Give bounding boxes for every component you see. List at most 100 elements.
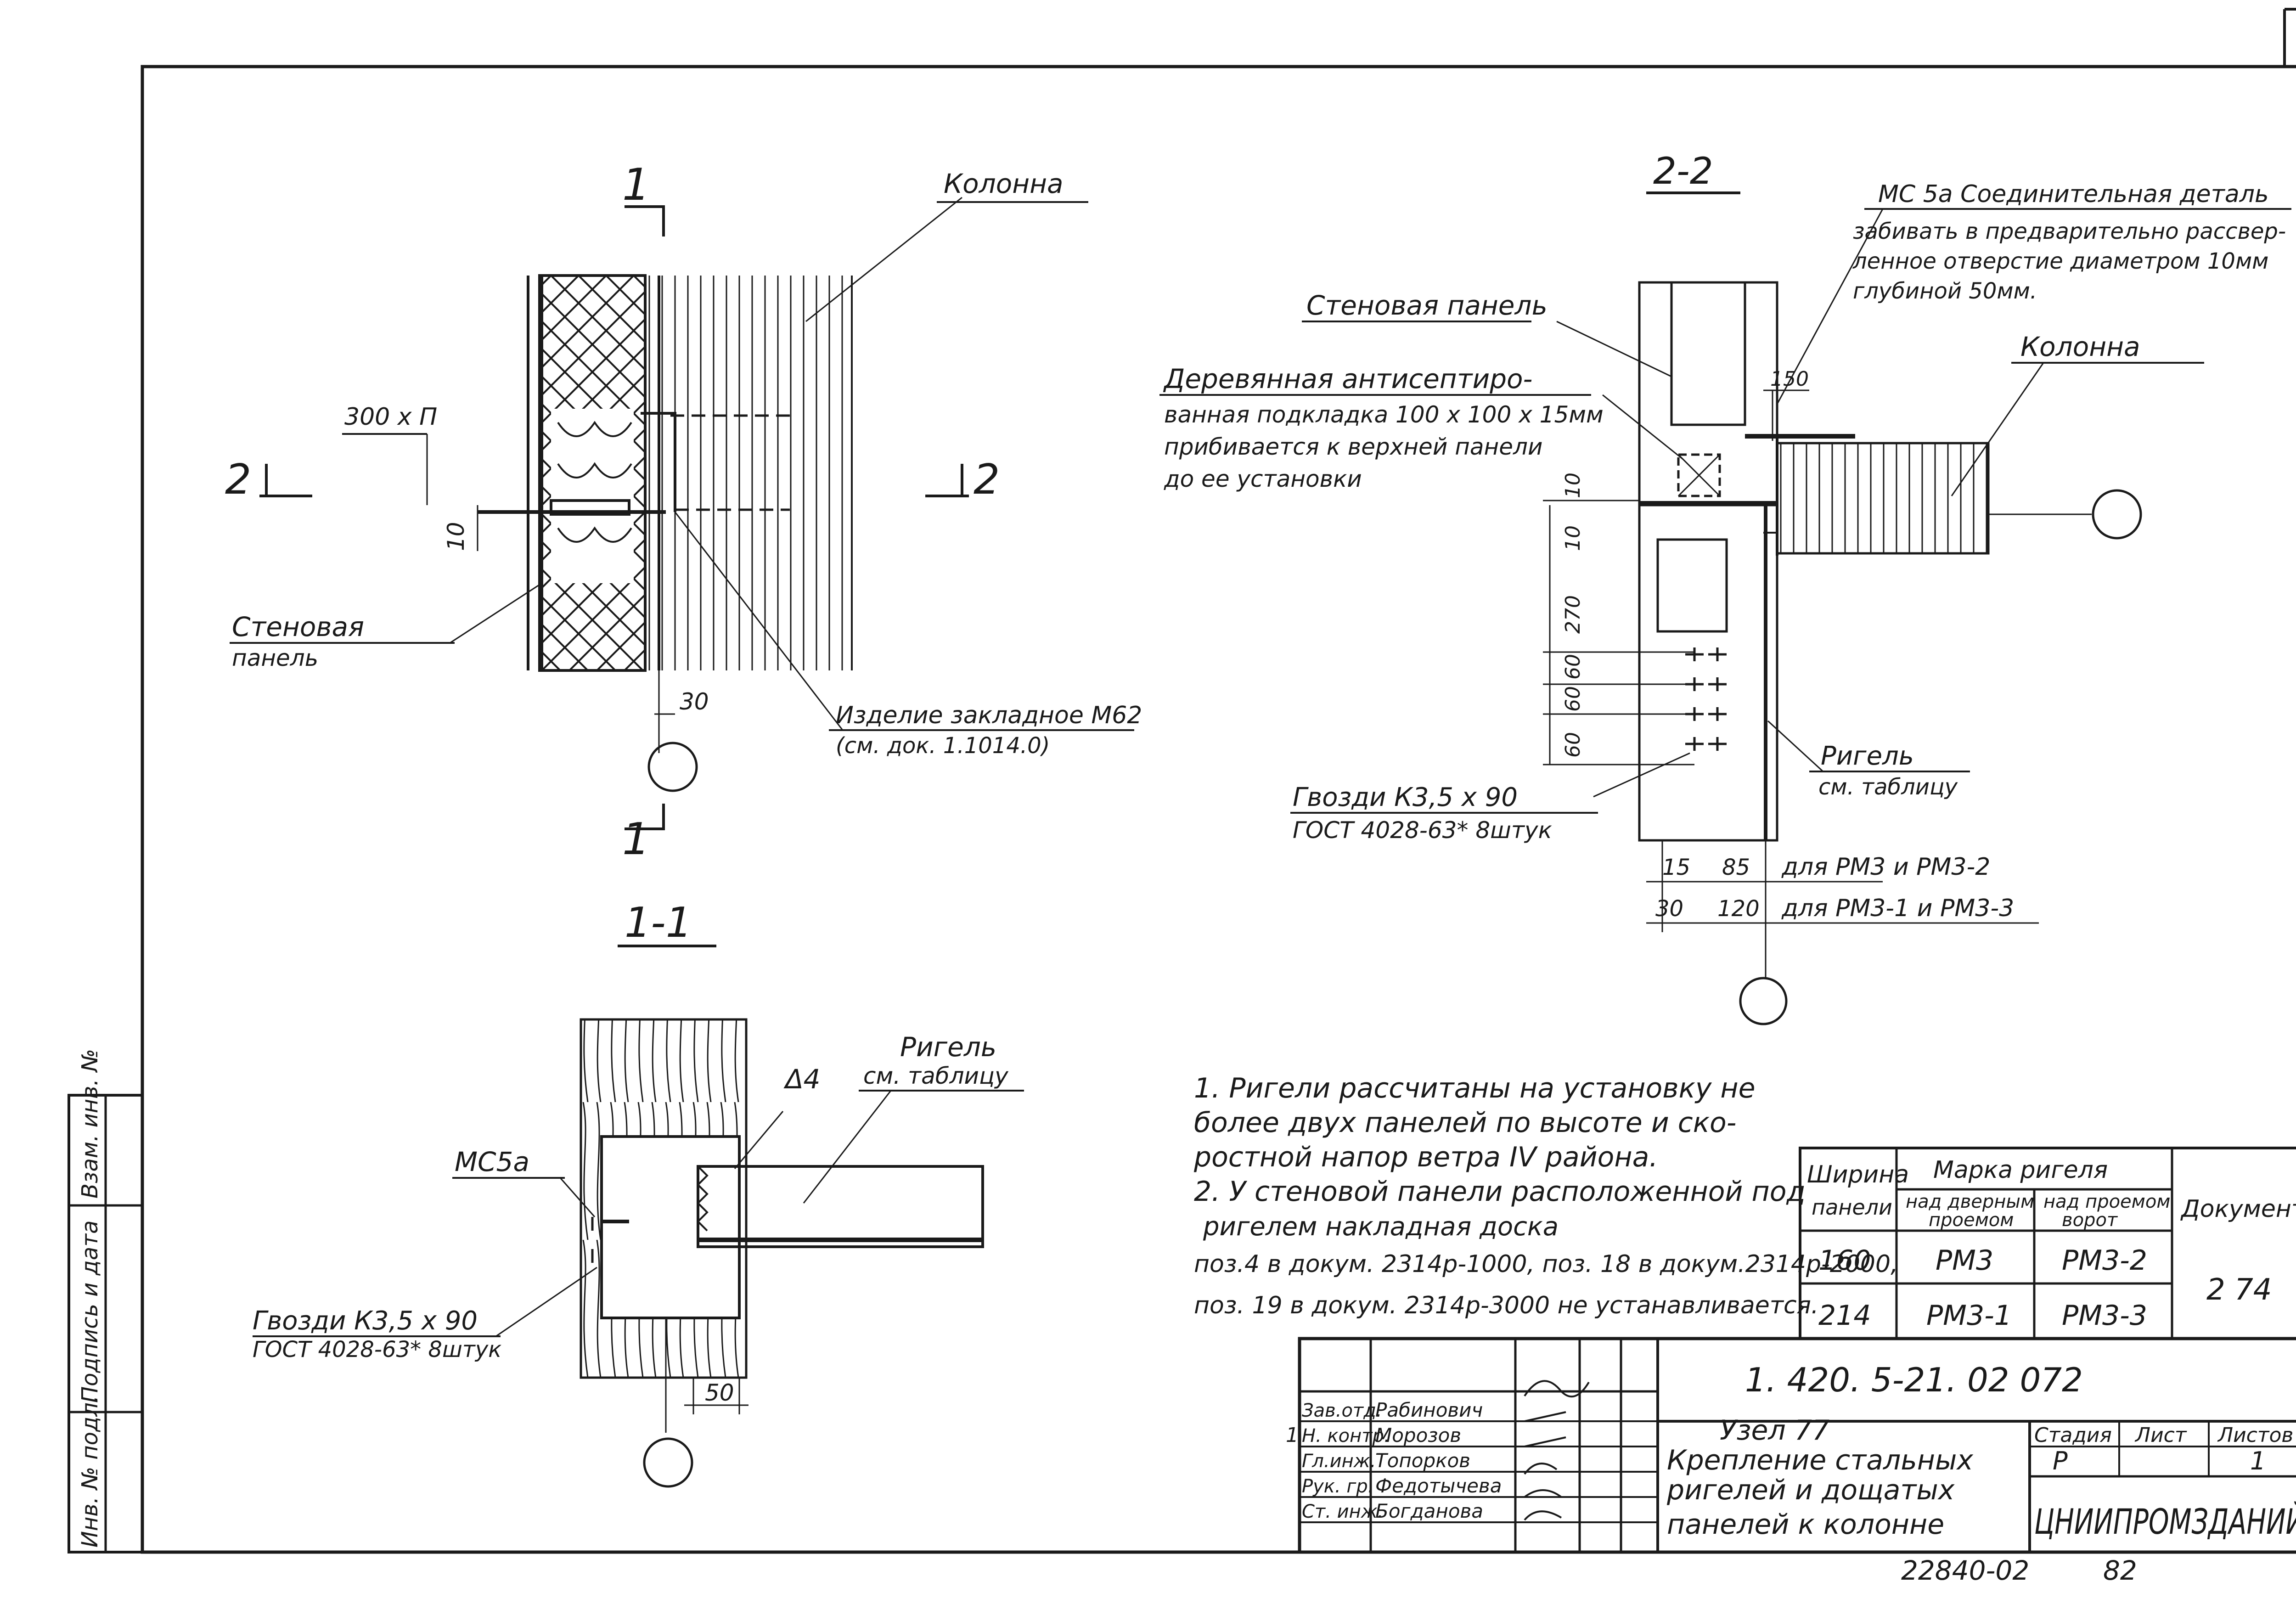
change-mark: 1 — [1286, 1424, 1299, 1447]
drawing-name: ригелей и дощатых — [1666, 1474, 1955, 1506]
sheet-frame — [141, 8, 2296, 1554]
table-header: проемом — [1929, 1210, 2014, 1231]
table-header: панели — [1812, 1195, 1892, 1220]
table-header: Марка ригеля — [1933, 1156, 2108, 1184]
lower-section-drawing — [253, 1018, 1024, 1488]
dim-60: 60 — [1561, 686, 1585, 712]
label-wood-pad: Деревянная антисептиро- — [1163, 363, 1532, 394]
dim-85: 85 — [1722, 855, 1750, 880]
label-ms5a: забивать в предварительно рассвер- — [1853, 219, 2286, 244]
role-label: Зав.отд. — [1302, 1400, 1382, 1421]
label-embedded: Изделие закладное М62 — [836, 702, 1142, 729]
table-header: Документ — [2180, 1195, 2296, 1223]
table-cell: РМ3-2 — [2062, 1244, 2147, 1277]
label-column: Колонна — [944, 168, 1064, 199]
sheets-value: 1 — [2250, 1447, 2266, 1475]
dim-10: 10 — [443, 522, 469, 551]
section-label-1: 1 — [622, 160, 650, 210]
label-wall-panel: Стеновая — [232, 611, 364, 642]
stage-value: Р — [2053, 1447, 2068, 1475]
table-cell: РМ3 — [1936, 1244, 1993, 1277]
label-ms5a: МС 5а Соединительная деталь — [1878, 180, 2269, 208]
person-name: Топорков — [1375, 1449, 1470, 1472]
person-name: Рабинович — [1375, 1399, 1483, 1421]
role-label: Н. контр. — [1302, 1425, 1390, 1447]
label-embedded: (см. док. 1.1014.0) — [836, 733, 1050, 759]
side-stamp-text: Подпись и дата — [77, 1220, 103, 1403]
section-title-2-2: 2-2 — [1653, 150, 1713, 192]
sheets-header: Листов — [2217, 1424, 2293, 1447]
person-name: Морозов — [1375, 1424, 1461, 1447]
section-1-1-drawing — [230, 197, 1134, 830]
label-wall-panel: Стеновая панель — [1306, 290, 1548, 321]
note-line: 1. Ригели рассчитаны на установку не — [1194, 1072, 1756, 1104]
drawing-name: панелей к колонне — [1667, 1508, 1944, 1541]
table-cell: 214 — [1818, 1300, 1871, 1332]
table-header: Ширина — [1807, 1161, 1909, 1188]
label-wood-pad: ванная подкладка 100 х 100 х 15мм — [1164, 401, 1604, 428]
sheet-header: Лист — [2134, 1424, 2187, 1447]
label-wood-pad: прибивается к верхней панели — [1164, 433, 1542, 460]
person-name: Богданова — [1375, 1500, 1483, 1522]
section-title-1-1: 1-1 — [625, 899, 692, 947]
side-stamp-text: Взам. инв. № — [77, 1049, 103, 1199]
role-label: Гл.инж. — [1302, 1451, 1376, 1472]
dim-10: 10 — [1561, 473, 1585, 498]
label-rigel: Ригель — [900, 1031, 996, 1063]
label-rigel: см. таблицу — [1818, 774, 1958, 800]
dim-60: 60 — [1561, 732, 1585, 758]
label-rigel: см. таблицу — [863, 1063, 1009, 1089]
note-line: 2. У стеновой панели расположенной под — [1194, 1176, 1806, 1208]
dim-50: 50 — [705, 1379, 734, 1406]
dim-270: 270 — [1561, 595, 1585, 634]
table-cell: РМ3-1 — [1926, 1300, 2012, 1332]
stage-header: Стадия — [2034, 1424, 2112, 1447]
note-rm3-1: для РМ3-1 и РМ3-3 — [1781, 895, 2014, 922]
dim-15: 15 — [1662, 855, 1690, 880]
notes: 1. Ригели рассчитаны на установку не бол… — [1193, 1072, 1898, 1319]
side-stamp-text: Инв. № подл. — [77, 1396, 103, 1548]
label-nails: Гвозди К3,5 х 90 — [1293, 782, 1518, 812]
dim-120: 120 — [1717, 896, 1760, 922]
section-label-1: 1 — [622, 814, 650, 865]
person-name: Федотычева — [1375, 1475, 1502, 1497]
archive-number: 22840-02 — [1901, 1555, 2029, 1586]
label-rigel: Ригель — [1821, 741, 1914, 771]
dim-30: 30 — [680, 688, 709, 715]
dim-30: 30 — [1655, 896, 1683, 922]
drawing-name: Узел 77 — [1720, 1414, 1829, 1447]
table-cell: 2 74 — [2206, 1273, 2272, 1307]
table-cell: РМ3-3 — [2062, 1300, 2147, 1332]
role-label: Рук. гр. — [1302, 1476, 1374, 1497]
drawing-name: Крепление стальных — [1667, 1444, 1973, 1476]
label-ms5a: ленное отверстие диаметром 10мм — [1852, 248, 2268, 274]
label-ms5a: МС5а — [455, 1146, 529, 1177]
label-ms5a: глубиной 50мм. — [1853, 278, 2037, 304]
section-label-2: 2 — [974, 456, 1000, 504]
organization: ЦНИИПРОМЗДАНИЙ — [2034, 1501, 2296, 1542]
title-block — [1298, 1337, 2296, 1554]
bottom-number: 82 — [2103, 1555, 2137, 1586]
table-header: над проемом — [2043, 1191, 2170, 1212]
section-2-2-drawing — [1159, 208, 2291, 1025]
section-label-2: 2 — [225, 456, 251, 504]
side-stamp — [68, 1094, 144, 1553]
table-cell: 160 — [1818, 1244, 1871, 1277]
label-nails: Гвозди К3,5 х 90 — [253, 1306, 478, 1336]
note-rm3: для РМ3 и РМ3-2 — [1781, 853, 1990, 881]
dim-10: 10 — [1561, 525, 1585, 551]
note-line: ригелем накладная доска — [1203, 1212, 1559, 1242]
drawing-code: 1. 420. 5-21. 02 072 — [1745, 1361, 2083, 1399]
table-header: над дверным — [1906, 1191, 2034, 1212]
dim-150: 150 — [1770, 367, 1809, 391]
role-label: Ст. инж. — [1302, 1501, 1384, 1522]
dim-60: 60 — [1561, 654, 1585, 680]
label-wall-panel: панель — [232, 645, 318, 671]
label-weld: Δ4 — [783, 1064, 821, 1095]
label-plate: 300 x П — [344, 403, 437, 431]
note-line: поз.4 в докум. 2314р-1000, поз. 18 в док… — [1194, 1250, 1898, 1278]
nail-marks — [1685, 647, 1727, 751]
label-wood-pad: до ее установки — [1164, 466, 1362, 492]
label-column: Колонна — [2020, 331, 2140, 362]
